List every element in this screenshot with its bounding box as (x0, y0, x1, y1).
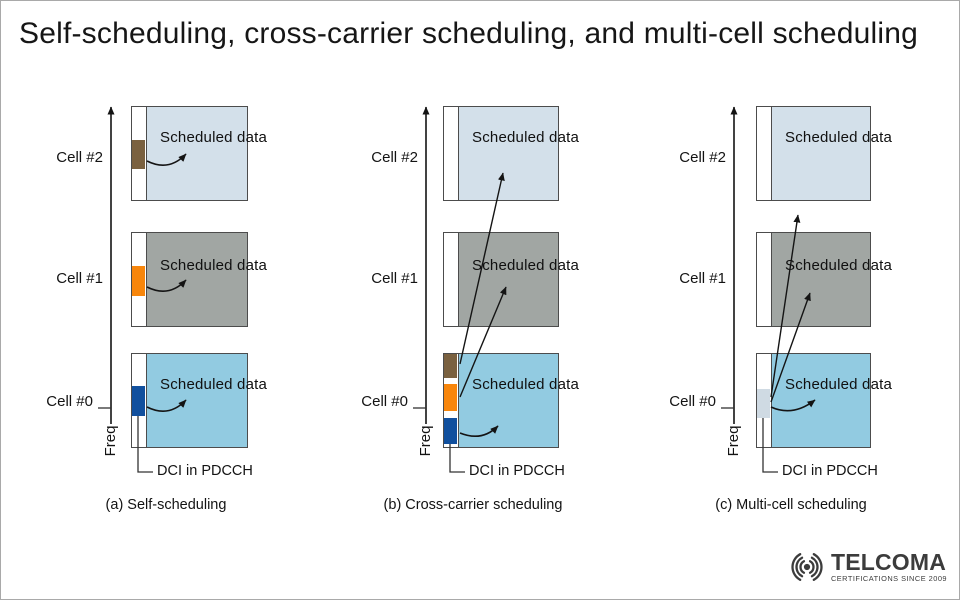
figure-title: Self-scheduling, cross-carrier schedulin… (19, 17, 919, 50)
panel-b-cell0-label: Cell #0 (361, 393, 408, 410)
logo-tagline: CERTIFICATIONS SINCE 2009 (830, 574, 947, 583)
panel-b-caption: (b) Cross-carrier scheduling (383, 497, 563, 513)
panel-c-cell0-block: Scheduled data (756, 353, 892, 448)
logo-name: TELCOMA (830, 549, 947, 575)
panel-c-cell1-pdcch-region (757, 233, 772, 326)
panel-a-caption: (a) Self-scheduling (105, 497, 227, 513)
panel-c-cell2-label: Cell #2 (679, 149, 726, 166)
panel-c-cell2-block: Scheduled data (756, 106, 892, 201)
dci-block-b-for-cell0 (444, 418, 457, 444)
scheduled-data-label: Scheduled data (785, 129, 893, 146)
panel-c-dci-label: DCI in PDCCH (782, 463, 878, 479)
panel-b-cell2-block: Scheduled data (443, 106, 579, 201)
scheduled-data-label: Scheduled data (785, 257, 893, 274)
panel-b-cell2-pdcch-region (444, 107, 459, 200)
radio-signal-icon (791, 553, 823, 581)
panel-a-cell1-block: Scheduled data (131, 232, 267, 327)
panel-c-freq-axis-label: Freq (725, 425, 742, 457)
scheduled-data-label: Scheduled data (472, 376, 580, 393)
panel-a-cell2-block: Scheduled data (131, 106, 267, 201)
panel-c-cell2-pdcch-region (757, 107, 772, 200)
panel-a-freq-axis-label: Freq (102, 425, 119, 457)
panel-c-cell1-block: Scheduled data (756, 232, 892, 327)
scheduled-data-label: Scheduled data (160, 376, 268, 393)
panel-a-cell0-label: Cell #0 (46, 393, 93, 410)
scheduled-data-label: Scheduled data (472, 129, 580, 146)
panel-b-cell1-pdcch-region (444, 233, 459, 326)
panel-a-cell2-label: Cell #2 (56, 149, 103, 166)
scheduled-data-label: Scheduled data (472, 257, 580, 274)
panel-b-cell0-block: Scheduled data (443, 353, 579, 448)
dci-block-c-multicell (757, 389, 770, 418)
panel-a-cell1-label: Cell #1 (56, 270, 103, 287)
panel-b-cell1-block: Scheduled data (443, 232, 579, 327)
dci-block-a-cell2 (132, 140, 145, 169)
scheduled-data-label: Scheduled data (160, 129, 268, 146)
scheduled-data-label: Scheduled data (785, 376, 893, 393)
dci-block-a-cell1 (132, 266, 145, 296)
panel-b-freq-axis-label: Freq (417, 425, 434, 457)
panel-c-cell1-label: Cell #1 (679, 270, 726, 287)
panel-b-cell1-label: Cell #1 (371, 270, 418, 287)
panel-a-cell0-block: Scheduled data (131, 353, 267, 448)
dci-block-b-for-cell1 (444, 384, 457, 411)
dci-block-b-for-cell2 (444, 354, 457, 378)
scheduled-data-label: Scheduled data (160, 257, 268, 274)
panel-b-cell2-label: Cell #2 (371, 149, 418, 166)
panel-a-dci-label: DCI in PDCCH (157, 463, 253, 479)
panel-c-cell0-label: Cell #0 (669, 393, 716, 410)
logo-text: TELCOMA CERTIFICATIONS SINCE 2009 (830, 549, 947, 584)
panel-b-dci-label: DCI in PDCCH (469, 463, 565, 479)
telcoma-logo: TELCOMA CERTIFICATIONS SINCE 2009 (785, 550, 947, 584)
dci-block-a-cell0 (132, 386, 145, 416)
panel-c-caption: (c) Multi-cell scheduling (715, 497, 867, 513)
panel-b-dci-connector (449, 444, 465, 473)
